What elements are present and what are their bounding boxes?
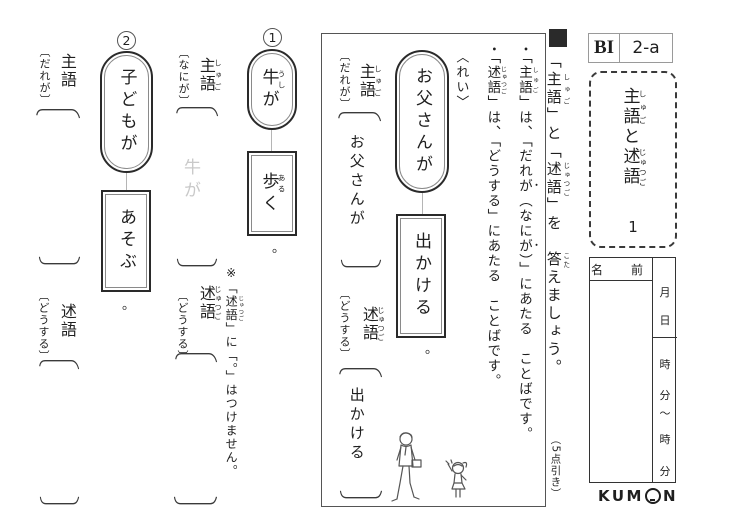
answer-bracket-top — [175, 353, 218, 363]
example-subject-pill: お父さんが — [395, 50, 449, 193]
predicate-hint-label: 〔どうする〕 — [36, 290, 50, 362]
kumon-logo-right: N — [662, 487, 679, 505]
example-box: ・「主語しゅご」は、「だれが（なにが）」にあたる ことばです。 ・「述語じゅつご… — [321, 33, 546, 507]
kumon-logo: KUM N — [598, 487, 678, 505]
problem-1-number: 1 — [263, 28, 282, 47]
field-month: 月 — [659, 286, 671, 299]
instruction-text: 「主語しゅご」と「述語じゅつご」を 答こたえましょう。 — [544, 53, 570, 377]
kumon-logo-left: KUM — [598, 487, 644, 505]
problem-1-predicate-answer-space — [176, 368, 216, 490]
problem-2-predicate-answer-space — [40, 375, 80, 490]
problem-1-subject-word: 牛うしが — [258, 67, 287, 112]
father-illustration — [391, 432, 422, 502]
subject-label: 主語しゅご — [196, 57, 223, 93]
definition-predicate: ・「述語じゅつご」は、「どうする」にあたる ことばです。 — [484, 42, 507, 389]
answer-bracket-bottom — [340, 259, 382, 268]
example-predicate-box: 出かける — [396, 214, 446, 338]
predicate-label: 述語じゅつご — [359, 306, 386, 342]
definition-subject: ・「主語しゅご」は、「だれが（なにが）」にあたる ことばです。 — [516, 42, 538, 442]
field-hour-end: 時 — [659, 433, 671, 446]
answer-bracket-bottom — [38, 256, 81, 265]
problem-2-predicate-word: あそぶ — [116, 208, 137, 274]
penalty-note: （5点引き） — [549, 434, 562, 500]
field-minute-start: 分 — [659, 389, 671, 402]
predicate-label: 述語 — [57, 303, 77, 339]
table-divider-vertical — [652, 258, 653, 482]
predicate-label: 述語じゅつご — [196, 285, 223, 321]
field-hour-start: 時 — [659, 358, 671, 371]
problem-1-subject-pill: 牛うしが — [247, 49, 297, 130]
worksheet-title: 主語しゅごと述語じゅつご — [619, 87, 648, 187]
subject-label: 主語 — [57, 53, 77, 89]
no-period-note: ※「述語じゅつご」に「。」はつけません。 — [224, 266, 244, 478]
example-predicate-word: 出かける — [411, 232, 432, 320]
example-subject-word: お父さんが — [412, 66, 433, 177]
level-code: BI — [589, 34, 620, 62]
title-box: 主語しゅごと述語じゅつご 1 — [589, 71, 677, 248]
section-marker-square — [549, 29, 567, 47]
answer-bracket-top — [176, 107, 219, 117]
answer-bracket-top — [39, 360, 80, 370]
example-subject-answer: お父さんが — [347, 134, 366, 229]
connector-line — [126, 173, 127, 190]
field-tilde: 〜 — [659, 407, 671, 420]
problem-2-subject-word: 子どもが — [116, 68, 137, 156]
kumon-face-o-icon — [644, 488, 661, 504]
child-illustration — [445, 459, 468, 498]
answer-bracket-bottom — [39, 496, 80, 505]
field-day: 日 — [659, 314, 671, 327]
problem-1-subject-trace-answer: 牛が — [180, 158, 201, 204]
predicate-hint-label: 〔どうする〕 — [175, 290, 189, 362]
answer-bracket-top — [338, 112, 382, 122]
example-label: 〈れい〉 — [453, 50, 469, 110]
problem-1-predicate-box: 歩あるく — [247, 151, 297, 236]
problem-2-number: 2 — [117, 31, 136, 50]
answer-bracket-bottom — [339, 490, 383, 499]
connector-line — [271, 130, 272, 151]
problem-2-predicate-box: あそぶ — [101, 190, 151, 292]
page-code: 2-a — [632, 38, 660, 58]
worksheet-number: 1 — [628, 218, 638, 236]
sheet-code-box: BI 2-a — [588, 33, 673, 63]
sentence-period: 。 — [272, 241, 286, 256]
name-input-area — [590, 281, 652, 482]
problem-1-predicate-word: 歩あるく — [258, 171, 287, 216]
sentence-period: 。 — [122, 298, 136, 313]
subject-hint-label: 〔だれが〕 — [337, 50, 351, 110]
table-divider-horizontal — [653, 337, 677, 338]
problem-2-subject-pill: 子どもが — [100, 51, 153, 173]
connector-line — [422, 193, 423, 214]
subject-hint-label: 〔だれが〕 — [37, 46, 51, 106]
answer-bracket-top — [339, 368, 383, 378]
subject-hint-label: 〔なにが〕 — [176, 47, 190, 107]
definition-bullets: ・「主語しゅご」は、「だれが（なにが）」にあたる ことばです。 ・「述語じゅつご… — [480, 42, 540, 500]
problem-2-subject-answer-space — [40, 124, 80, 252]
answer-bracket-top — [36, 109, 81, 119]
name-date-table: 名 前 月 日 時 分 〜 時 分 — [589, 257, 677, 483]
example-predicate-answer: 出かける — [347, 387, 366, 463]
field-minute-end: 分 — [659, 465, 671, 478]
sentence-period: 。 — [425, 342, 439, 357]
name-label: 名 前 — [590, 258, 653, 281]
subject-label: 主語しゅご — [356, 63, 383, 99]
answer-bracket-bottom — [173, 496, 218, 505]
predicate-hint-label: 〔どうする〕 — [337, 288, 351, 360]
answer-bracket-bottom — [176, 258, 218, 267]
